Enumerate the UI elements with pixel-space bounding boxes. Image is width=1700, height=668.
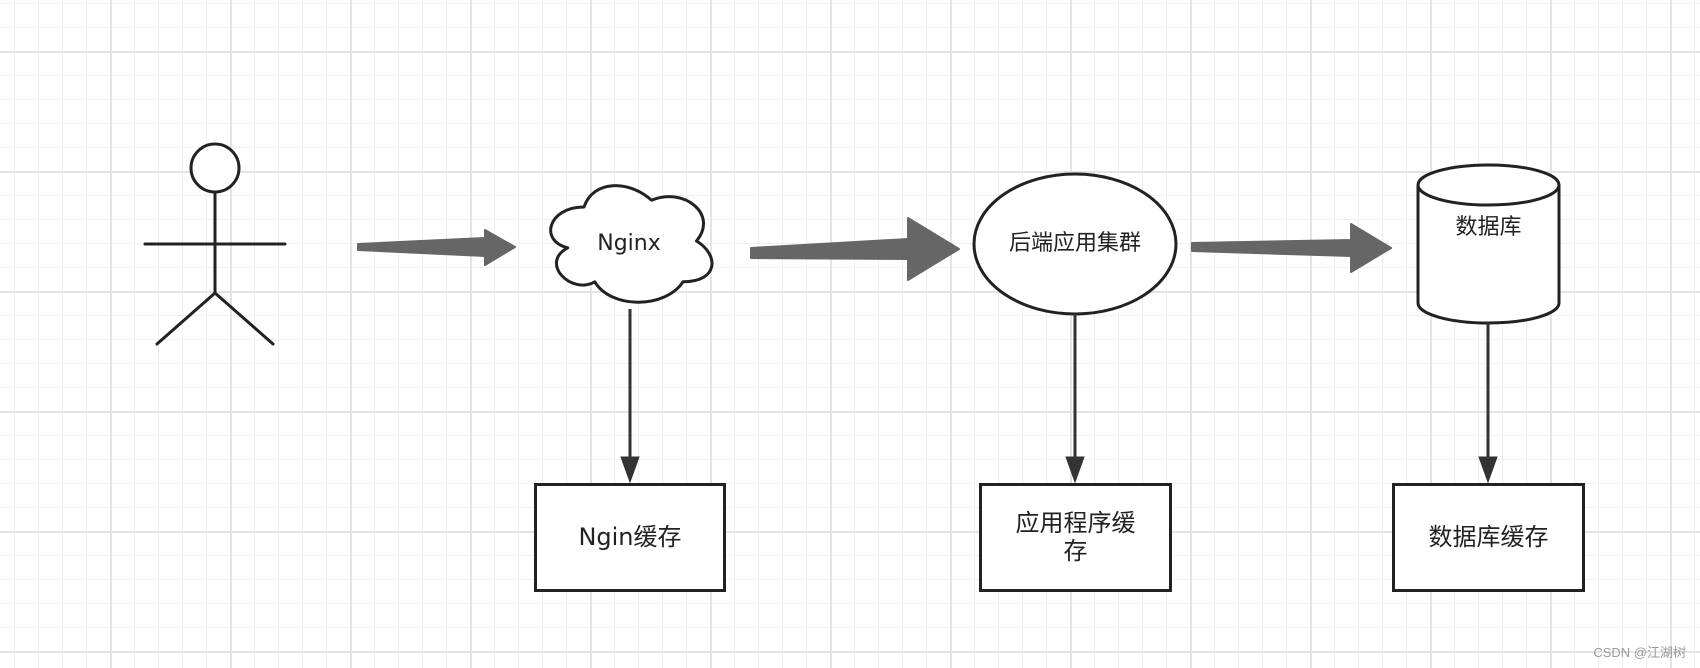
connector-nginx-to-cache [620, 309, 640, 484]
csdn-watermark: CSDN @江湖树 [1593, 645, 1686, 660]
database-cylinder-top-rim [1416, 184, 1561, 207]
nginx-cloud-shape [549, 184, 714, 304]
flow-arrow-backend-to-database [1191, 223, 1392, 273]
actor-left-leg [155, 291, 217, 346]
nginx-cache-label: Ngin缓存 [578, 522, 682, 551]
connector-database-to-cache [1478, 323, 1498, 484]
connector-arrowhead [1478, 456, 1498, 484]
user-actor-icon [143, 142, 287, 346]
db-cache-box: 数据库缓存 [1392, 483, 1585, 592]
connector-arrowhead [1065, 456, 1085, 484]
flow-arrow-actor-to-nginx [357, 229, 516, 266]
database-cylinder-body [1416, 163, 1561, 325]
actor-right-leg [213, 291, 275, 346]
database-cylinder-icon [1416, 163, 1561, 325]
connector-backend-to-cache [1065, 314, 1085, 484]
db-cache-label: 数据库缓存 [1428, 522, 1549, 551]
flow-arrow-nginx-to-backend [750, 217, 960, 281]
database-label: 数据库 [1455, 214, 1522, 240]
app-cache-box: 应用程序缓存 [979, 483, 1172, 592]
app-cache-label: 应用程序缓存 [1015, 508, 1136, 565]
actor-head [189, 142, 241, 194]
backend-cluster-label: 后端应用集群 [1008, 230, 1141, 256]
nginx-label: Nginx [597, 230, 661, 256]
connector-arrowhead [620, 456, 640, 484]
nginx-cache-box: Ngin缓存 [534, 483, 726, 592]
